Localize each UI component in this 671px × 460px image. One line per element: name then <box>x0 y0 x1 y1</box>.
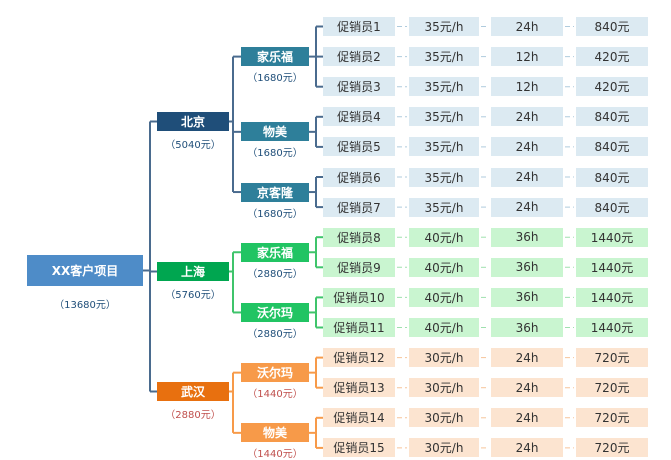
promoter-cost-cell: 840元 <box>576 167 648 187</box>
promoter-name-cell: 促销员6 <box>323 167 395 187</box>
store-total-wuhan-1: （1440元） <box>247 449 303 460</box>
store-node-beijing-2: 京客隆 <box>241 182 309 202</box>
promoter-name-cell: 促销员11 <box>323 318 395 337</box>
city-total-wuhan: （2880元） <box>165 410 221 421</box>
promoter-rate-cell: 35元/h <box>409 17 479 36</box>
city-node-shanghai: 上海 <box>157 262 229 281</box>
city-total-shanghai: （5760元） <box>165 290 221 301</box>
promoter-rate-cell: 40元/h <box>409 318 479 337</box>
store-node-beijing-1: 物美 <box>241 122 309 142</box>
promoter-name-cell: 促销员14 <box>323 408 395 428</box>
promoter-cost-cell: 720元 <box>576 348 648 368</box>
promoter-cost-cell: 840元 <box>576 107 648 127</box>
promoter-hours-cell: 12h <box>491 47 563 67</box>
promoter-rate-cell: 40元/h <box>409 287 479 307</box>
promoter-rate-cell: 30元/h <box>409 438 479 458</box>
promoter-hours-cell: 24h <box>491 197 563 217</box>
promoter-hours-cell: 24h <box>491 348 563 368</box>
promoter-name-cell: 促销员1 <box>323 17 395 36</box>
promoter-rate-cell: 35元/h <box>409 197 479 217</box>
promoter-hours-cell: 24h <box>491 438 563 458</box>
promoter-rate-cell: 30元/h <box>409 378 479 398</box>
store-node-wuhan-1: 物美 <box>241 423 309 443</box>
promoter-rate-cell: 35元/h <box>409 167 479 187</box>
promoter-cost-cell: 720元 <box>576 438 648 458</box>
promoter-cost-cell: 1440元 <box>576 227 648 247</box>
promoter-rate-cell: 40元/h <box>409 257 479 277</box>
promoter-cost-cell: 420元 <box>576 77 648 97</box>
store-total-beijing-2: （1680元） <box>247 208 303 220</box>
promoter-hours-cell: 24h <box>491 408 563 428</box>
store-node-wuhan-0: 沃尔玛 <box>241 363 309 383</box>
promoter-hours-cell: 24h <box>491 107 563 127</box>
store-total-shanghai-1: （2880元） <box>247 328 303 340</box>
city-node-wuhan: 武汉 <box>157 382 229 401</box>
store-total-wuhan-0: （1440元） <box>247 389 303 401</box>
promoter-rate-cell: 35元/h <box>409 107 479 127</box>
city-node-beijing: 北京 <box>157 112 229 131</box>
promoter-rate-cell: 30元/h <box>409 408 479 428</box>
store-node-shanghai-0: 家乐福 <box>241 242 309 262</box>
promoter-cost-cell: 840元 <box>576 17 648 36</box>
promoter-cost-cell: 1440元 <box>576 257 648 277</box>
promoter-name-cell: 促销员13 <box>323 378 395 398</box>
store-node-shanghai-1: 沃尔玛 <box>241 302 309 322</box>
promoter-name-cell: 促销员2 <box>323 47 395 67</box>
promoter-hours-cell: 36h <box>491 227 563 247</box>
promoter-name-cell: 促销员12 <box>323 348 395 368</box>
promoter-rate-cell: 35元/h <box>409 77 479 97</box>
store-node-beijing-0: 家乐福 <box>241 47 309 67</box>
promoter-name-cell: 促销员7 <box>323 197 395 217</box>
promoter-hours-cell: 24h <box>491 378 563 398</box>
promoter-name-cell: 促销员4 <box>323 107 395 127</box>
promoter-cost-cell: 1440元 <box>576 318 648 337</box>
promoter-rate-cell: 35元/h <box>409 47 479 67</box>
promoter-cost-cell: 720元 <box>576 408 648 428</box>
store-total-beijing-1: （1680元） <box>247 148 303 160</box>
promoter-name-cell: 促销员10 <box>323 287 395 307</box>
promoter-cost-cell: 840元 <box>576 197 648 217</box>
promoter-rate-cell: 30元/h <box>409 348 479 368</box>
promoter-cost-cell: 420元 <box>576 47 648 67</box>
promoter-cost-cell: 1440元 <box>576 287 648 307</box>
promoter-hours-cell: 24h <box>491 17 563 36</box>
promoter-name-cell: 促销员5 <box>323 137 395 157</box>
promoter-hours-cell: 24h <box>491 137 563 157</box>
promoter-rate-cell: 40元/h <box>409 227 479 247</box>
promoter-rate-cell: 35元/h <box>409 137 479 157</box>
root-node: XX客户项目 <box>27 255 143 286</box>
promoter-cost-cell: 840元 <box>576 137 648 157</box>
promoter-hours-cell: 12h <box>491 77 563 97</box>
store-total-shanghai-0: （2880元） <box>247 268 303 280</box>
promoter-hours-cell: 36h <box>491 257 563 277</box>
promoter-cost-cell: 720元 <box>576 378 648 398</box>
city-total-beijing: （5040元） <box>165 140 221 151</box>
promoter-name-cell: 促销员15 <box>323 438 395 458</box>
promoter-name-cell: 促销员3 <box>323 77 395 97</box>
promoter-hours-cell: 36h <box>491 287 563 307</box>
promoter-hours-cell: 24h <box>491 167 563 187</box>
promoter-name-cell: 促销员9 <box>323 257 395 277</box>
promoter-hours-cell: 36h <box>491 318 563 337</box>
root-total: （13680元） <box>54 300 116 311</box>
promoter-name-cell: 促销员8 <box>323 227 395 247</box>
store-total-beijing-0: （1680元） <box>247 73 303 85</box>
